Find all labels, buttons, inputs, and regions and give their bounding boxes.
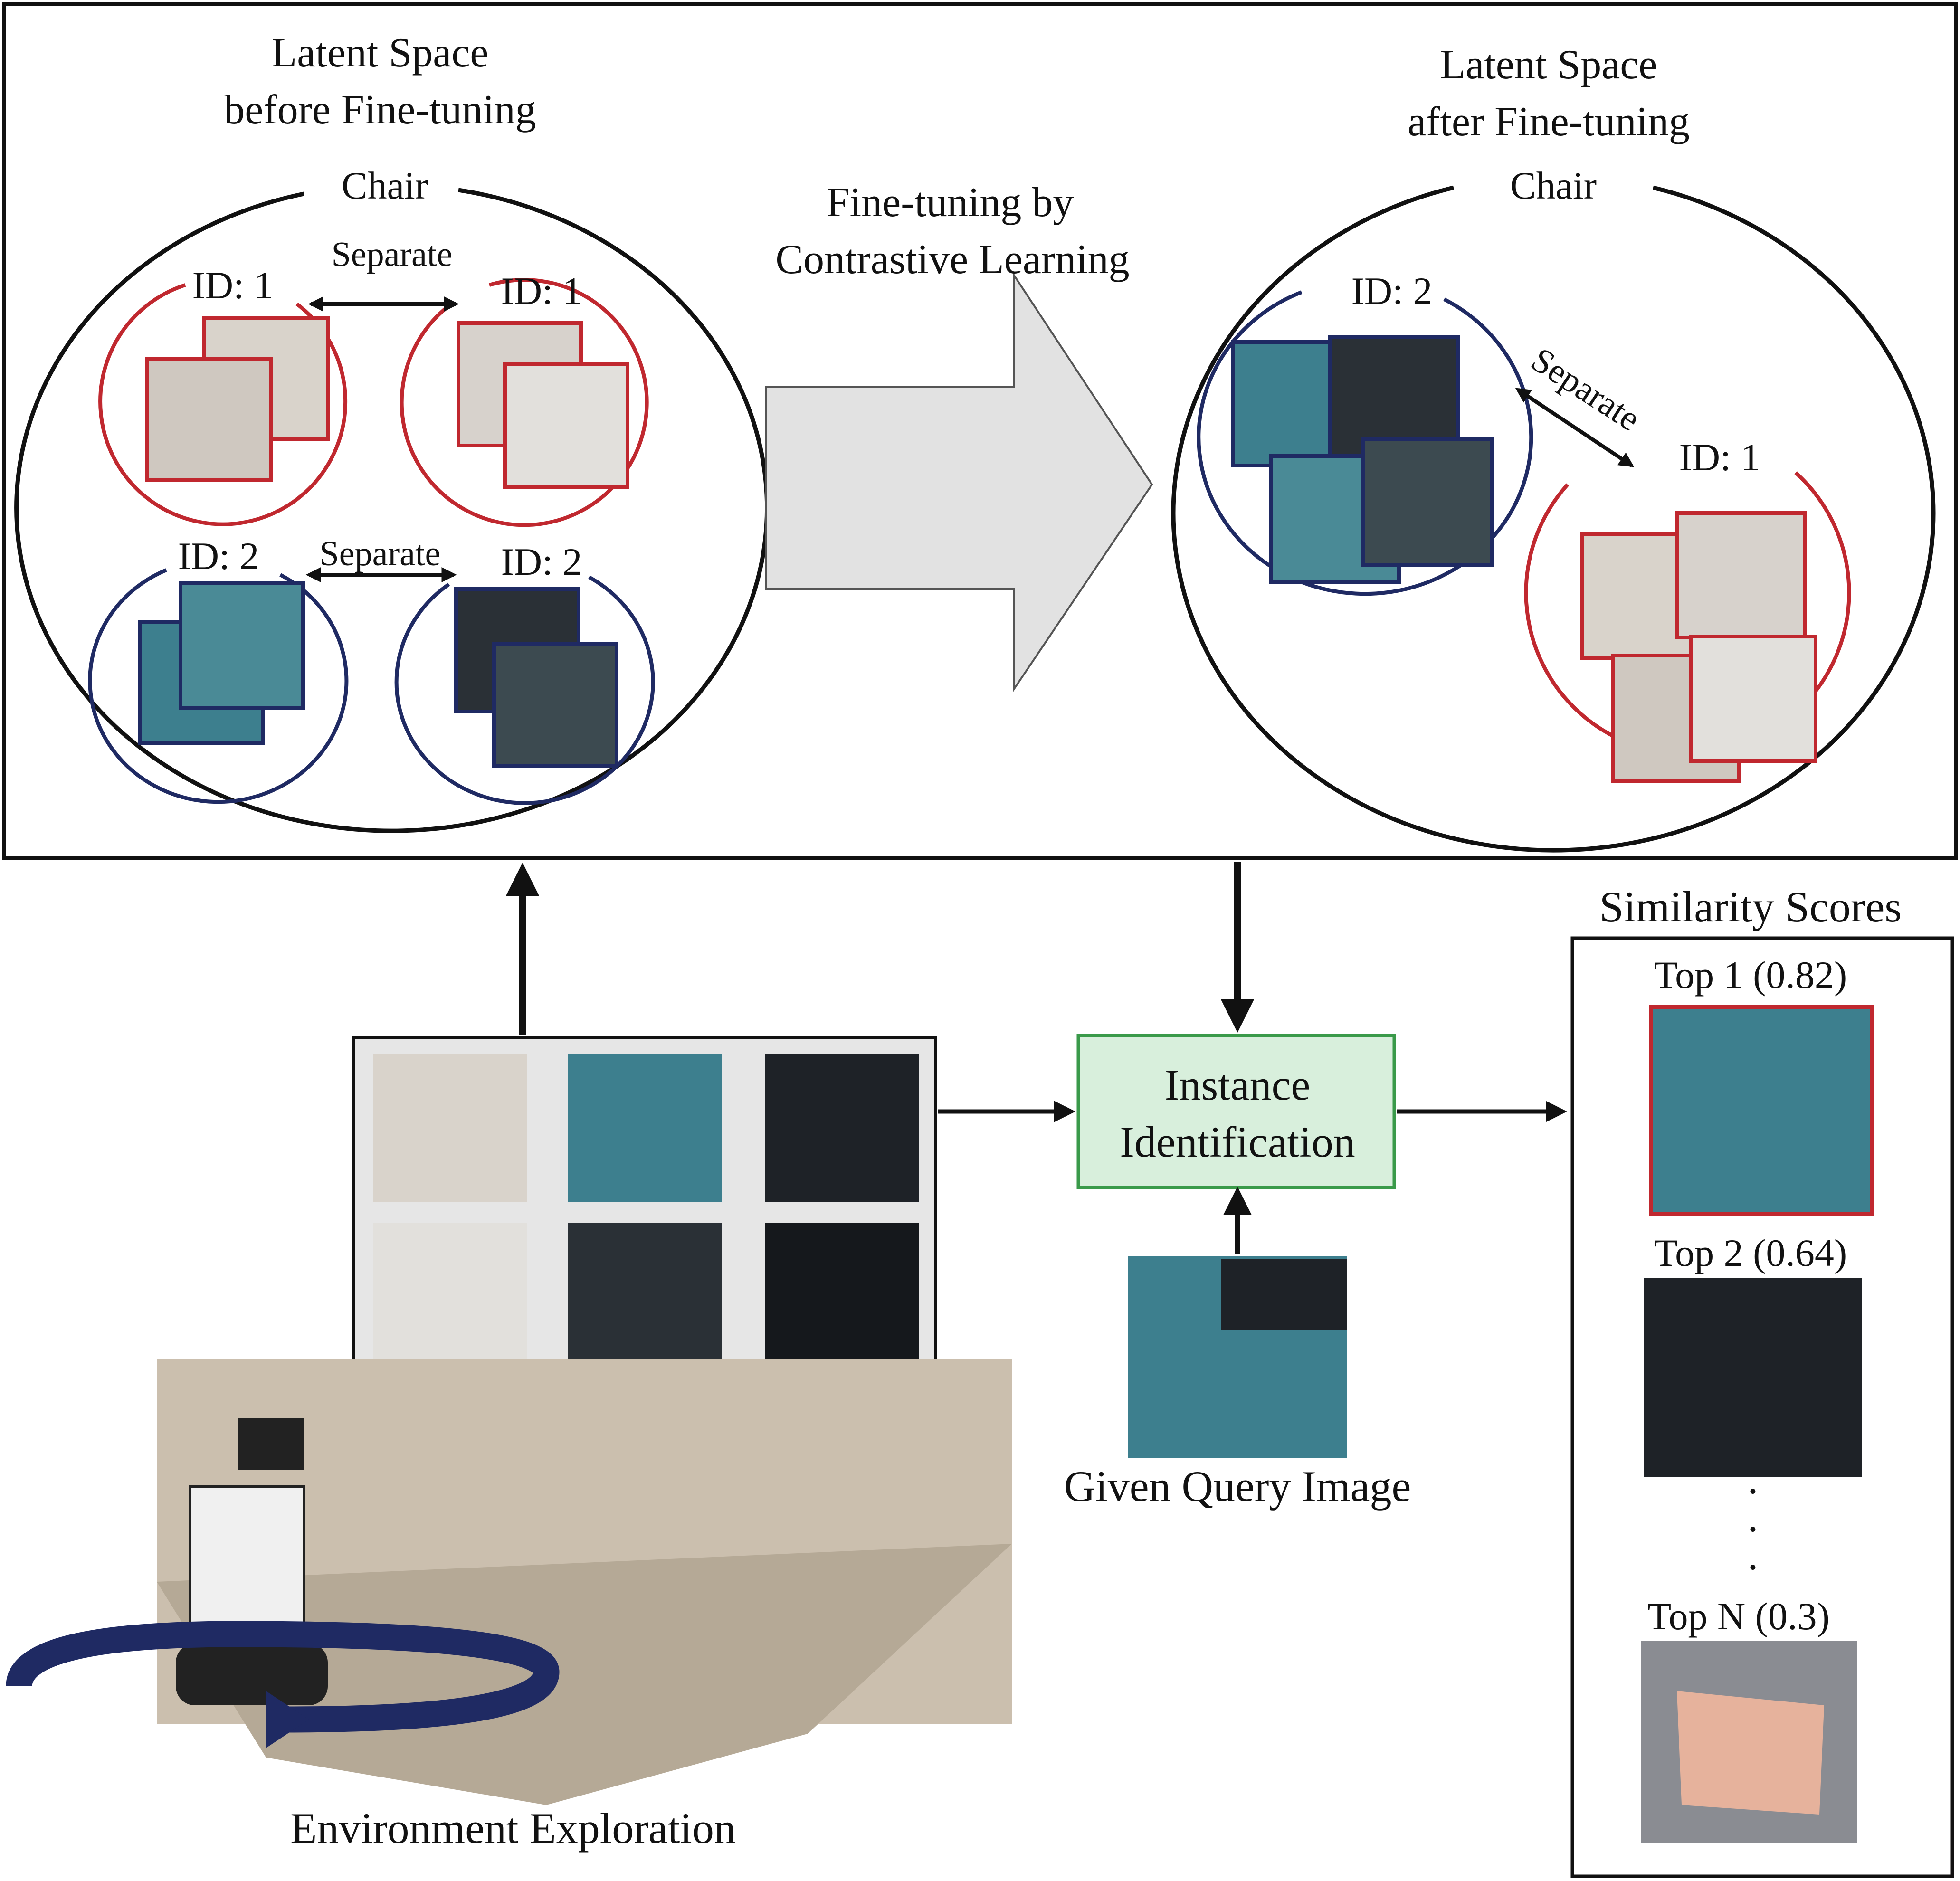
- house-scene-lower: [157, 1544, 1012, 1805]
- exploration-caption: Environment Exploration: [290, 1804, 736, 1852]
- separate-arrow-after: [1515, 388, 1635, 467]
- right-latent-title-2: after Fine-tuning: [1408, 99, 1690, 145]
- gallery-image-4: [373, 1223, 527, 1370]
- id1-left-ring: [98, 283, 348, 526]
- identification-rect: [1076, 1034, 1396, 1189]
- left-chair-ellipse: [14, 188, 770, 833]
- similarity-scores-panel: Similarity Scores Top 1 (0.82) Top 2 (0.…: [1570, 883, 1954, 1878]
- score-top1-label: Top 1 (0.82): [1654, 953, 1847, 997]
- gallery-image-1: [373, 1054, 527, 1202]
- observation-gallery: [280, 1036, 937, 1426]
- left-chair-label: Chair: [342, 164, 428, 207]
- score-top2-label: Top 2 (0.64): [1654, 1231, 1847, 1274]
- rotation-arrow-icon: [6, 1621, 560, 1733]
- query-image-desk: [1221, 1259, 1347, 1330]
- separate-label-top: Separate: [332, 235, 453, 274]
- fine-tuning-arrow: Fine-tuning by Contrastive Learning: [765, 180, 1153, 692]
- chair-photo: [1361, 437, 1494, 567]
- environment-exploration: Environment Exploration: [6, 1358, 1012, 1852]
- score-ellipsis: ·: [1746, 1543, 1760, 1591]
- fine-tuning-label-1: Fine-tuning by: [827, 180, 1074, 226]
- robot-head: [238, 1418, 304, 1470]
- identification-label-2: Identification: [1120, 1118, 1355, 1166]
- id2-right-ring: [394, 575, 655, 805]
- latent-space-before: Latent Space before Fine-tuning Chair ID…: [14, 30, 770, 833]
- score-ellipsis: ·: [1746, 1505, 1760, 1553]
- rotation-arrowhead-icon: [266, 1691, 309, 1748]
- gallery-image-6: [765, 1223, 919, 1370]
- right-chair-label: Chair: [1510, 164, 1597, 207]
- instance-identification-box: Instance Identification: [1076, 1034, 1396, 1189]
- identification-label-1: Instance: [1165, 1061, 1311, 1109]
- robot-base: [176, 1644, 328, 1705]
- left-latent-title-1: Latent Space: [272, 30, 489, 76]
- id1-right-label: ID: 1: [501, 269, 582, 313]
- score-ellipsis: ·: [1746, 1467, 1760, 1515]
- gallery-image-2: [568, 1054, 722, 1202]
- score-topn-label: Top N (0.3): [1647, 1595, 1830, 1638]
- right-latent-title-1: Latent Space: [1440, 42, 1657, 88]
- chair-photo: [1675, 511, 1807, 639]
- score-top2-image: [1644, 1278, 1862, 1477]
- latent-space-after: Latent Space after Fine-tuning Chair ID:…: [1171, 42, 1936, 853]
- chair-photo: [1689, 635, 1817, 763]
- score-top1-image: [1649, 1005, 1874, 1216]
- id1-after-label: ID: 1: [1679, 436, 1760, 479]
- score-topn-bed: [1677, 1691, 1824, 1814]
- chair-photo: [503, 362, 629, 489]
- query-caption: Given Query Image: [1064, 1462, 1411, 1510]
- id2-left-label: ID: 2: [178, 534, 259, 578]
- fine-tuning-arrow-shape: [765, 272, 1153, 692]
- right-chair-ellipse: [1171, 185, 1936, 853]
- left-latent-title-2: before Fine-tuning: [224, 87, 536, 133]
- gallery-image-5: [568, 1223, 722, 1370]
- fine-tuning-label-2: Contrastive Learning: [775, 237, 1129, 283]
- id2-right-label: ID: 2: [501, 540, 582, 583]
- id2-after-label: ID: 2: [1351, 269, 1433, 313]
- separate-label-bottom: Separate: [320, 534, 441, 573]
- chair-photo: [492, 642, 618, 768]
- id2-left-ring: [88, 568, 349, 804]
- chair-photo: [179, 581, 305, 710]
- chair-photo: [145, 357, 273, 482]
- id1-right-ring: [400, 278, 649, 527]
- gallery-image-3: [765, 1054, 919, 1202]
- scores-title: Similarity Scores: [1599, 883, 1902, 931]
- id1-left-label: ID: 1: [192, 264, 274, 307]
